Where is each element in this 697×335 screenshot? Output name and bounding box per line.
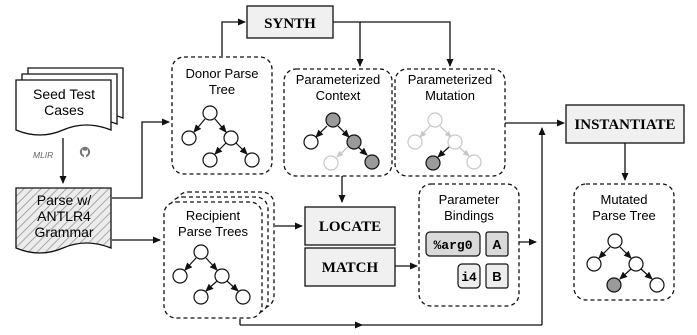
mutation-label-line1: Parameterized bbox=[408, 72, 493, 87]
github-icon bbox=[79, 146, 91, 158]
match-label: MATCH bbox=[322, 260, 379, 276]
parse-label-line2: ANTLR4 bbox=[37, 208, 91, 224]
recipient-label-line1: Recipient bbox=[186, 208, 241, 223]
mutated-label-line2: Parse Tree bbox=[592, 208, 656, 223]
parameterized-context: Parameterized Context bbox=[283, 68, 393, 177]
param-a-text: A bbox=[492, 237, 502, 252]
parse-label-line1: Parse w/ bbox=[37, 192, 92, 208]
seed-label-line2: Cases bbox=[44, 102, 84, 118]
parse-antlr4-grammar: Parse w/ ANTLR4 Grammar bbox=[15, 187, 112, 254]
mutated-label-line1: Mutated bbox=[601, 192, 648, 207]
mutation-tree-graphic bbox=[407, 112, 482, 171]
parse-to-donor-arrow bbox=[112, 118, 170, 199]
mutated-parse-tree: Mutated Parse Tree bbox=[573, 183, 675, 301]
param-b-chip bbox=[485, 263, 509, 289]
context-label-line1: Parameterized bbox=[296, 72, 381, 87]
mlir-label: MLIR bbox=[33, 150, 53, 160]
donor-label-line2: Tree bbox=[209, 82, 235, 97]
parse-label-line3: Grammar bbox=[34, 224, 93, 240]
recipient-parse-trees: Recipient Parse Trees bbox=[163, 191, 275, 319]
instantiate-label: INSTANTIATE bbox=[574, 117, 675, 133]
bindings-label-line1: Parameter bbox=[439, 192, 500, 207]
instantiate-box: INSTANTIATE bbox=[565, 104, 685, 144]
i4-chip bbox=[457, 263, 481, 289]
arg0-chip bbox=[425, 231, 481, 257]
synth-to-context-arrow bbox=[333, 21, 364, 67]
mutated-tree-graphic bbox=[586, 233, 665, 293]
synth-label: SYNTH bbox=[264, 16, 316, 32]
donor-parse-tree: Donor Parse Tree bbox=[171, 56, 273, 175]
context-label-line2: Context bbox=[316, 88, 361, 103]
arg0-text: %arg0 bbox=[433, 238, 472, 253]
i4-text: i4 bbox=[461, 270, 477, 285]
mutation-label-line2: Mutation bbox=[425, 88, 475, 103]
parameterized-mutation: Parameterized Mutation bbox=[394, 68, 506, 177]
recipient-tree-graphic bbox=[172, 244, 251, 305]
synth-to-mutation-arrow bbox=[360, 21, 454, 67]
recipient-label-line2: Parse Trees bbox=[178, 224, 249, 239]
param-b-text: B bbox=[492, 269, 501, 284]
donor-tree-graphic bbox=[181, 105, 260, 168]
param-a-chip bbox=[485, 231, 509, 257]
match-box: MATCH bbox=[304, 247, 396, 287]
context-tree-graphic bbox=[303, 112, 380, 171]
donor-label-line1: Donor Parse bbox=[186, 66, 259, 81]
parameter-bindings: Parameter Bindings %arg0 A i4 B bbox=[418, 183, 520, 307]
donor-to-synth-arrow bbox=[221, 18, 246, 56]
synth-box: SYNTH bbox=[246, 5, 334, 39]
seed-label-line1: Seed Test bbox=[33, 86, 95, 102]
bindings-label-line2: Bindings bbox=[444, 208, 494, 223]
seed-test-cases: Seed Test Cases bbox=[15, 67, 124, 136]
locate-box: LOCATE bbox=[304, 206, 396, 246]
locate-label: LOCATE bbox=[319, 219, 381, 235]
